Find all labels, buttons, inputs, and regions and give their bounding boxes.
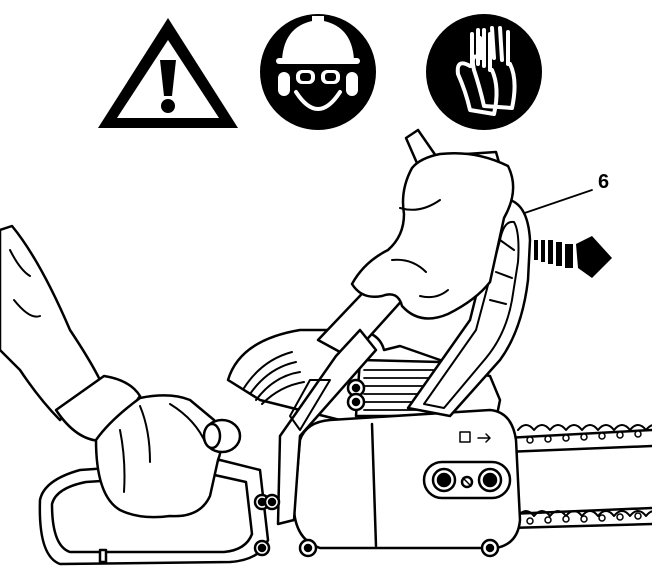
- callout-label-6: 6: [598, 172, 609, 192]
- right-arm-gloved-hand: [0, 226, 240, 517]
- motion-arrow-icon: [534, 236, 612, 278]
- helmet-visor-earmuffs-icon: [260, 14, 376, 130]
- warning-triangle-icon: [98, 18, 238, 128]
- protective-gloves-icon: [426, 14, 542, 130]
- guide-bar: [506, 425, 652, 528]
